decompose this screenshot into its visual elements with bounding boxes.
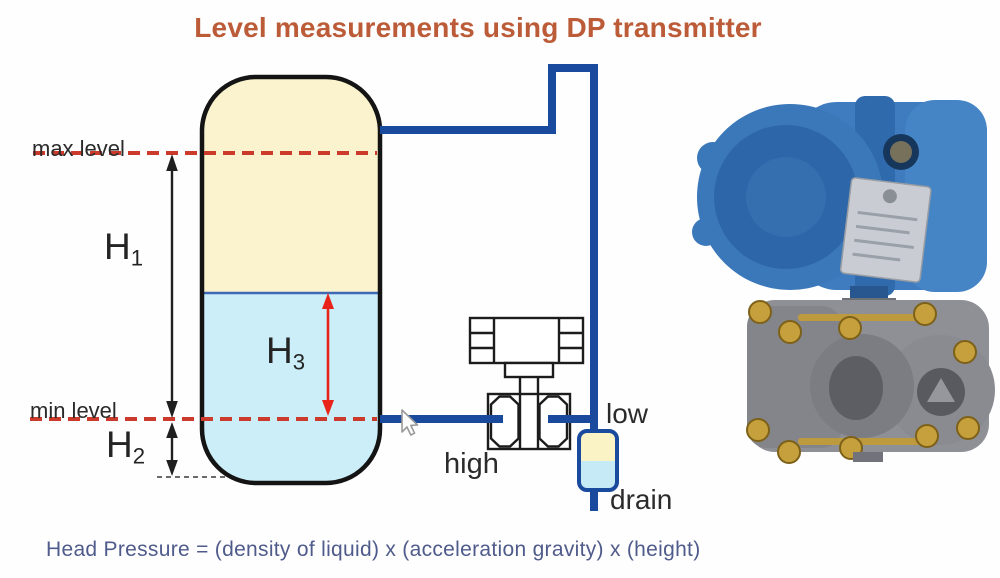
h1-label: H1 bbox=[104, 228, 143, 270]
dp-transmitter-photo bbox=[692, 96, 995, 464]
h1-sub: 1 bbox=[130, 245, 144, 271]
tank-vessel bbox=[199, 74, 383, 486]
max-level-label: max level bbox=[32, 136, 125, 161]
h1-base: H bbox=[104, 226, 131, 267]
slide-title: Level measurements using DP transmitter bbox=[194, 12, 762, 43]
mouse-cursor-icon bbox=[401, 409, 419, 436]
low-side-label: low bbox=[606, 398, 649, 429]
h3-label: H3 bbox=[266, 332, 305, 374]
impulse-pipe-low-side bbox=[380, 64, 598, 433]
h2-label: H2 bbox=[106, 426, 145, 468]
min-level-label: min level bbox=[30, 398, 117, 423]
h2-base: H bbox=[106, 424, 133, 465]
high-side-label: high bbox=[444, 448, 499, 480]
dp-transmitter-symbol bbox=[468, 316, 585, 451]
h2-dimension-arrow bbox=[166, 422, 178, 476]
h2-sub: 2 bbox=[132, 443, 146, 469]
tank-liquid bbox=[202, 292, 380, 483]
head-pressure-formula: Head Pressure = (density of liquid) x (a… bbox=[46, 538, 701, 561]
drain-label: drain bbox=[610, 484, 673, 515]
h3-sub: 3 bbox=[292, 349, 306, 375]
h3-dimension-arrow bbox=[322, 293, 334, 416]
drain-pot bbox=[577, 429, 619, 492]
h1-dimension-arrow bbox=[166, 154, 178, 418]
h3-base: H bbox=[266, 330, 293, 371]
